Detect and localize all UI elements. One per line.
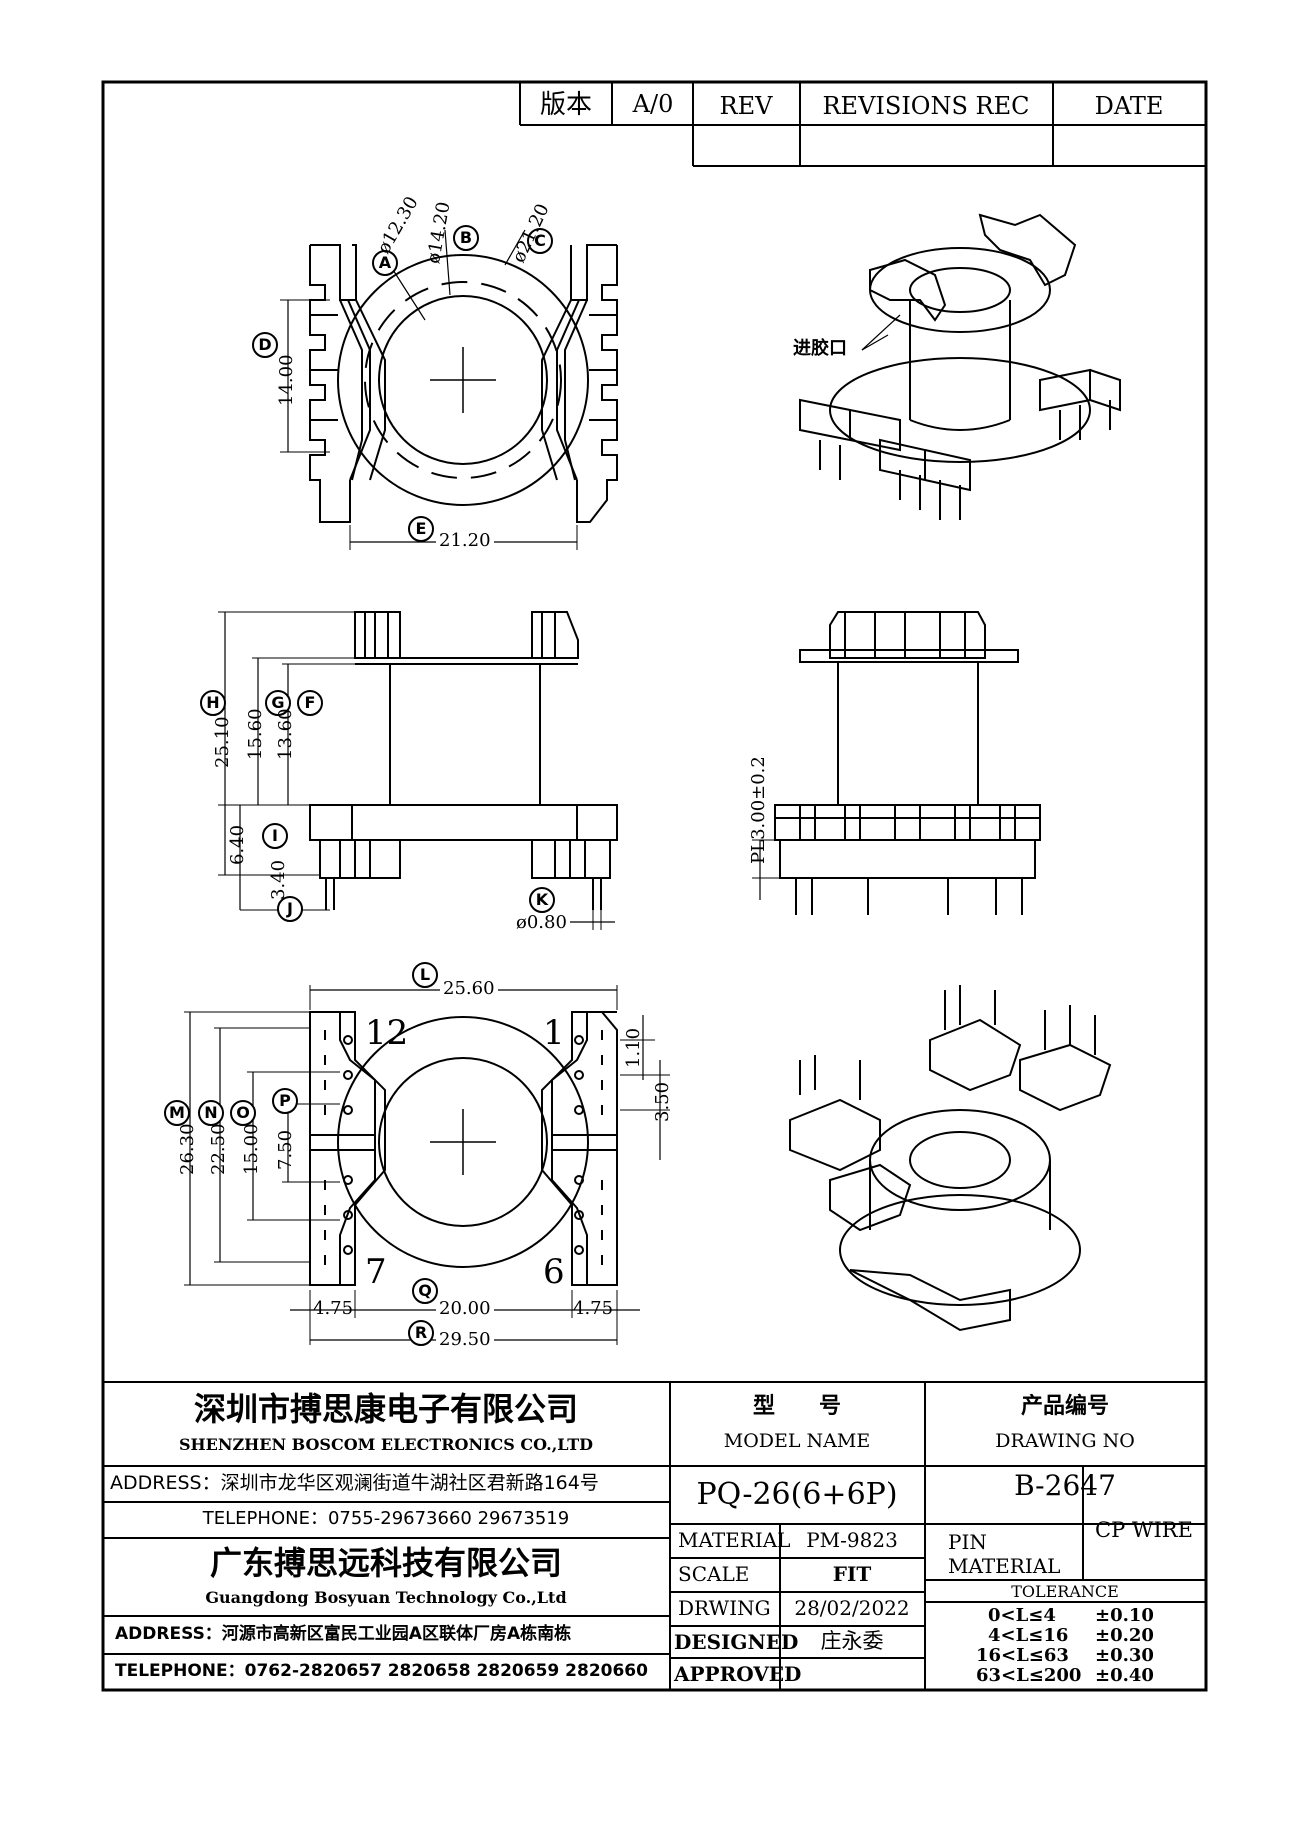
marker-g: G: [265, 690, 291, 716]
top-view: [280, 229, 618, 550]
marker-b: B: [453, 225, 479, 251]
address2: ADDRESS：河源市高新区富民工业园A区联体厂房A栋南栋: [115, 1624, 572, 1644]
dim-f: 13.60: [275, 708, 296, 760]
iso-view-bottom: [789, 985, 1112, 1332]
rev-header: REV: [719, 92, 773, 120]
drwing-label: DRWING: [678, 1596, 771, 1620]
dim-h: 25.10: [212, 716, 233, 768]
dim-p: 7.50: [275, 1129, 296, 1170]
pin-number-12: 12: [365, 1013, 409, 1053]
pin-number-6: 6: [543, 1252, 565, 1292]
iso-view-top: [799, 213, 1121, 520]
marker-j: J: [277, 896, 303, 922]
dim-right-offset: 4.75: [573, 1298, 614, 1319]
marker-e: E: [408, 516, 434, 542]
marker-a: A: [372, 250, 398, 276]
front-view: [218, 611, 618, 930]
marker-f: F: [297, 690, 323, 716]
drawing-value: B-2647: [1014, 1469, 1116, 1502]
dim-n: 22.50: [208, 1123, 229, 1175]
revisions-header: REVISIONS REC: [822, 92, 1030, 120]
marker-h: H: [200, 690, 226, 716]
material-label: MATERIAL: [678, 1528, 791, 1552]
tolerance-label: TOLERANCE: [1011, 1582, 1119, 1601]
dim-j: 3.40: [268, 859, 289, 900]
tolerance-range-4: 63<L≤200: [976, 1665, 1082, 1686]
tolerance-range-2: 4<L≤16: [988, 1625, 1069, 1646]
marker-p: P: [272, 1088, 298, 1114]
designed-value: 庄永委: [820, 1629, 884, 1653]
dim-d: 14.00: [276, 354, 297, 406]
model-value: PQ-26(6+6P): [696, 1477, 898, 1512]
pin-material-value: CP WIRE: [1095, 1518, 1193, 1542]
approved-label: APPROVED: [674, 1662, 802, 1686]
model-label-cn: 型 号: [752, 1394, 842, 1419]
version-label: 版本: [539, 90, 593, 120]
pin-number-7: 7: [365, 1252, 387, 1292]
marker-r: R: [408, 1320, 434, 1346]
model-label-en: MODEL NAME: [723, 1430, 871, 1452]
tolerance-value-4: ±0.40: [1095, 1665, 1154, 1686]
date-header: DATE: [1094, 92, 1164, 120]
marker-l: L: [412, 962, 438, 988]
pin-material-label: PIN MATERIAL: [948, 1530, 1061, 1578]
drwing-value: 28/02/2022: [794, 1596, 910, 1620]
tolerance-value-3: ±0.30: [1095, 1645, 1154, 1666]
company2-cn: 广东搏思远科技有限公司: [209, 1544, 563, 1582]
tolerance-range-3: 16<L≤63: [976, 1645, 1069, 1666]
scale-value: FIT: [832, 1562, 872, 1586]
telephone1: TELEPHONE：0755-29673660 29673519: [202, 1508, 570, 1529]
dim-k: ø0.80: [516, 912, 567, 933]
company1-en: SHENZHEN BOSCOM ELECTRONICS CO.,LTD: [178, 1435, 594, 1454]
designed-label: DESIGNED: [674, 1630, 799, 1654]
marker-c: C: [527, 228, 553, 254]
dim-pitch-big: 3.50: [652, 1081, 673, 1122]
dim-o: 15.00: [241, 1123, 262, 1175]
dim-m: 26.30: [177, 1123, 198, 1175]
dim-e: 21.20: [436, 532, 494, 550]
tolerance-range-1: 0<L≤4: [988, 1605, 1056, 1626]
marker-i: I: [262, 823, 288, 849]
scale-label: SCALE: [678, 1562, 750, 1586]
pin-number-1: 1: [543, 1013, 565, 1053]
revision-table-grid: [519, 82, 1206, 167]
telephone2: TELEPHONE：0762-2820657 2820658 2820659 2…: [115, 1661, 648, 1681]
dim-left-offset: 4.75: [313, 1298, 354, 1319]
side-view: [752, 611, 1041, 915]
company1-cn: 深圳市搏思康电子有限公司: [193, 1390, 579, 1428]
drawing-border: [101, 80, 1208, 1692]
dim-pl: PL3.00±0.2: [748, 756, 769, 864]
dim-q: 20.00: [436, 1300, 494, 1318]
gate-label: 进胶口: [793, 338, 847, 359]
dim-r: 29.50: [436, 1331, 494, 1349]
dim-i: 6.40: [227, 824, 248, 865]
marker-m: M: [164, 1100, 190, 1126]
marker-d: D: [252, 332, 278, 358]
dim-l: 25.60: [440, 980, 498, 998]
version-value: A/0: [632, 90, 674, 118]
marker-o: O: [230, 1100, 256, 1126]
drawing-label-en: DRAWING NO: [995, 1430, 1135, 1452]
title-block-grid: [103, 1381, 1206, 1690]
marker-k: K: [529, 887, 555, 913]
dim-pitch-small: 1.10: [623, 1027, 644, 1068]
drawing-label-cn: 产品编号: [1020, 1394, 1110, 1419]
company2-en: Guangdong Bosyuan Technology Co.,Ltd: [205, 1588, 567, 1607]
dim-g: 15.60: [245, 708, 266, 760]
tolerance-value-2: ±0.20: [1095, 1625, 1154, 1646]
marker-q: Q: [412, 1278, 438, 1304]
marker-n: N: [198, 1100, 224, 1126]
address1: ADDRESS：深圳市龙华区观澜街道牛湖社区君新路164号: [110, 1472, 599, 1494]
material-value: PM-9823: [806, 1528, 898, 1552]
tolerance-value-1: ±0.10: [1095, 1605, 1154, 1626]
